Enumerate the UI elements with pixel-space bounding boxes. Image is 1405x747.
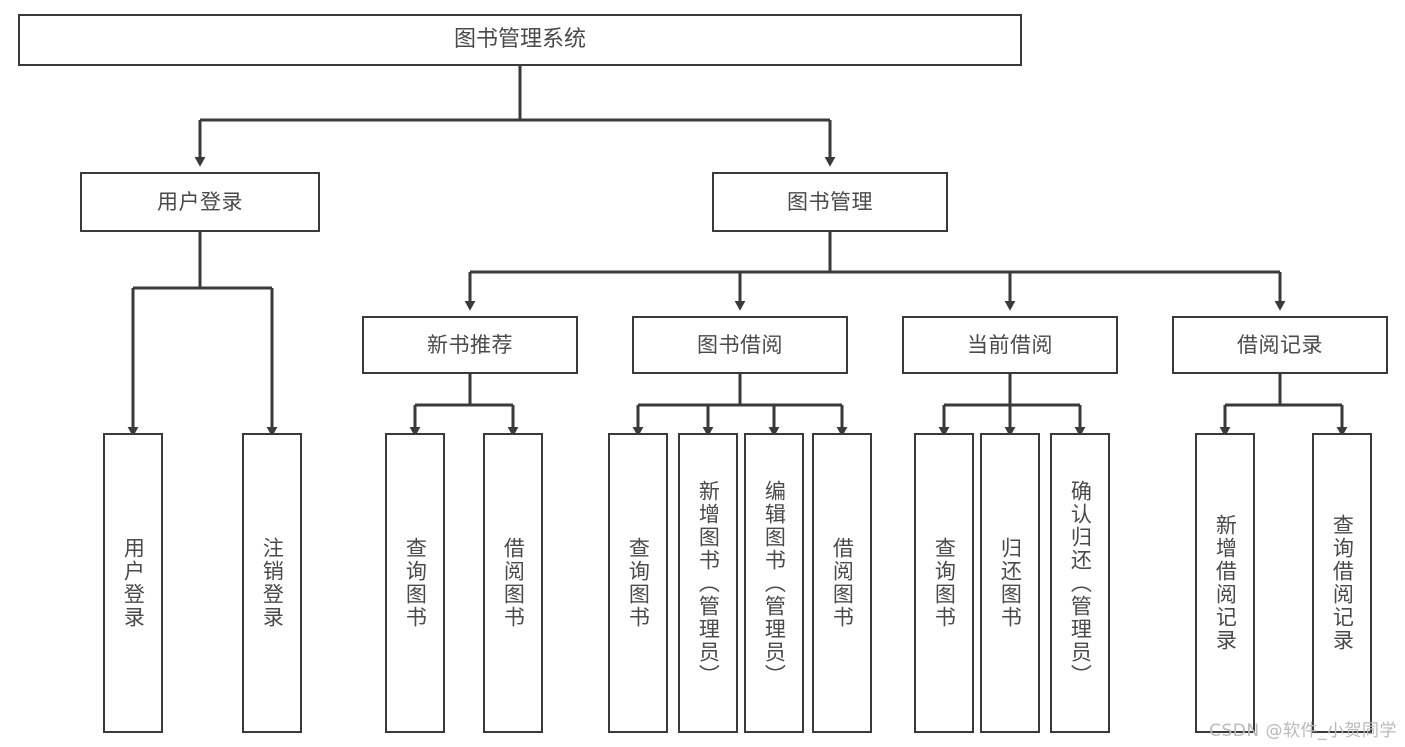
- leaf-new-book-borrow[interactable]: 借阅图书: [483, 433, 543, 733]
- leaf-book-borrow-borrow[interactable]: 借阅图书: [812, 433, 872, 733]
- leaf-label: 注销登录: [260, 537, 285, 629]
- node-user-login-label: 用户登录: [157, 189, 243, 214]
- node-new-book-recommend[interactable]: 新书推荐: [362, 316, 578, 374]
- leaf-label: 借阅图书: [501, 537, 526, 629]
- leaf-label: 新增借阅记录: [1213, 514, 1238, 652]
- leaf-book-borrow-query[interactable]: 查询图书: [608, 433, 668, 733]
- leaf-user-login-login[interactable]: 用户登录: [103, 433, 163, 733]
- leaf-label: 查询图书: [932, 537, 957, 629]
- leaf-current-borrow-return[interactable]: 归还图书: [980, 433, 1040, 733]
- node-user-login[interactable]: 用户登录: [80, 172, 320, 232]
- watermark: CSDN @软件_小贺同学: [1209, 721, 1397, 741]
- leaf-label: 编辑图书（管理员）: [762, 479, 787, 687]
- node-book-borrow-label: 图书借阅: [697, 332, 783, 357]
- node-current-borrow[interactable]: 当前借阅: [902, 316, 1118, 374]
- node-book-management[interactable]: 图书管理: [712, 172, 948, 232]
- leaf-borrow-record-query[interactable]: 查询借阅记录: [1312, 433, 1372, 733]
- leaf-new-book-query[interactable]: 查询图书: [385, 433, 445, 733]
- node-borrow-record-label: 借阅记录: [1237, 332, 1323, 357]
- node-book-borrow[interactable]: 图书借阅: [632, 316, 848, 374]
- leaf-user-login-logout[interactable]: 注销登录: [242, 433, 302, 733]
- leaf-label: 查询借阅记录: [1330, 514, 1355, 652]
- leaf-label: 查询图书: [626, 537, 651, 629]
- leaf-label: 用户登录: [121, 537, 146, 629]
- leaf-book-borrow-edit[interactable]: 编辑图书（管理员）: [744, 433, 804, 733]
- leaf-label: 查询图书: [403, 537, 428, 629]
- leaf-label: 归还图书: [998, 537, 1023, 629]
- leaf-label: 新增图书（管理员）: [696, 479, 721, 687]
- leaf-current-borrow-confirm-return[interactable]: 确认归还（管理员）: [1050, 433, 1110, 733]
- node-book-management-label: 图书管理: [787, 189, 873, 214]
- leaf-label: 借阅图书: [830, 537, 855, 629]
- node-root[interactable]: 图书管理系统: [18, 14, 1022, 66]
- leaf-label: 确认归还（管理员）: [1068, 479, 1093, 687]
- node-root-label: 图书管理系统: [453, 27, 586, 53]
- leaf-borrow-record-add[interactable]: 新增借阅记录: [1195, 433, 1255, 733]
- leaf-current-borrow-query[interactable]: 查询图书: [914, 433, 974, 733]
- leaf-book-borrow-add[interactable]: 新增图书（管理员）: [678, 433, 738, 733]
- node-new-book-recommend-label: 新书推荐: [427, 332, 513, 357]
- node-current-borrow-label: 当前借阅: [967, 332, 1053, 357]
- node-borrow-record[interactable]: 借阅记录: [1172, 316, 1388, 374]
